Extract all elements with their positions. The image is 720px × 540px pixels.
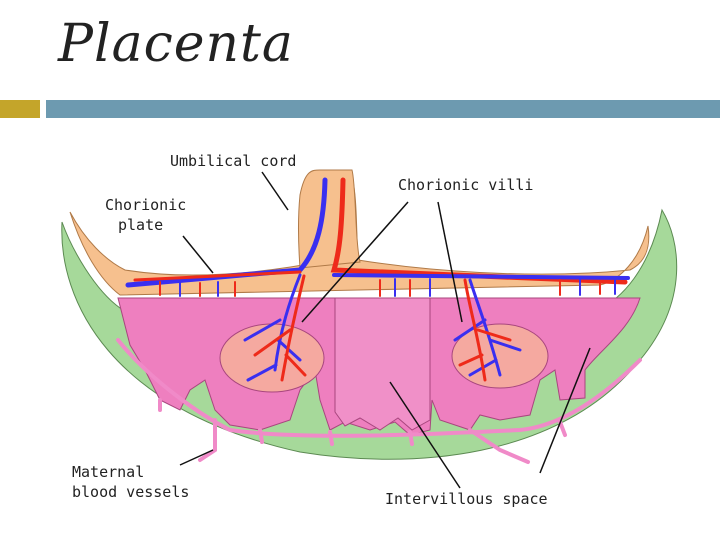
- placenta-diagram: Umbilical cord Chorionic villi Chorionic…: [61, 152, 678, 508]
- umbilical-vein: [125, 177, 328, 288]
- label-chorionic-plate-2: plate: [118, 216, 163, 234]
- slide-title: Placenta: [58, 14, 294, 74]
- label-maternal-2: blood vessels: [72, 483, 189, 501]
- label-intervillous-space: Intervillous space: [385, 490, 548, 508]
- villous-tree-left: [219, 323, 325, 393]
- label-maternal-1: Maternal: [72, 463, 144, 481]
- vein-tree-left: [243, 273, 302, 382]
- umbilical-cord: [298, 169, 361, 269]
- artery-branch-left: [133, 270, 302, 282]
- title-bar: [46, 100, 720, 118]
- label-umbilical-cord: Umbilical cord: [170, 152, 296, 170]
- artery-tree-left: [253, 274, 307, 382]
- label-chorionic-plate-1: Chorionic: [105, 196, 186, 214]
- label-chorionic-villi: Chorionic villi: [398, 176, 533, 194]
- maternal-vessels: [116, 338, 642, 464]
- plate-stubs: [159, 279, 601, 297]
- fetal-vessels: [125, 177, 630, 382]
- central-septum: [334, 297, 431, 431]
- plate-stubs-blue: [179, 278, 616, 297]
- umbilical-artery: [330, 177, 628, 285]
- artery-tree-right: [458, 278, 512, 382]
- vein-tree-right: [453, 278, 522, 377]
- vein-branch-right: [332, 273, 630, 280]
- title-bar-accent: [0, 100, 40, 118]
- label-pointers: [179, 171, 591, 489]
